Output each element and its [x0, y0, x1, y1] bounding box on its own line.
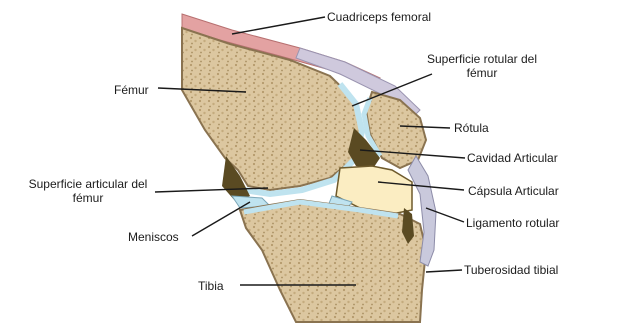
tibia-bone [240, 200, 426, 322]
label-capsula: Cápsula Articular [468, 184, 559, 198]
label-ligamento: Ligamento rotular [466, 216, 559, 230]
label-femur: Fémur [114, 83, 149, 97]
label-cuadriceps: Cuadriceps femoral [327, 10, 431, 24]
label-tibia: Tibia [198, 279, 224, 293]
label-cavidad: Cavidad Articular [467, 151, 558, 165]
label-meniscos: Meniscos [128, 230, 179, 244]
label-superficie-rotular: Superficie rotular del fémur [416, 52, 548, 80]
label-tuberosidad: Tuberosidad tibial [464, 263, 558, 277]
label-superficie-articular: Superficie articular del fémur [14, 177, 162, 205]
label-rotula: Rótula [454, 121, 489, 135]
